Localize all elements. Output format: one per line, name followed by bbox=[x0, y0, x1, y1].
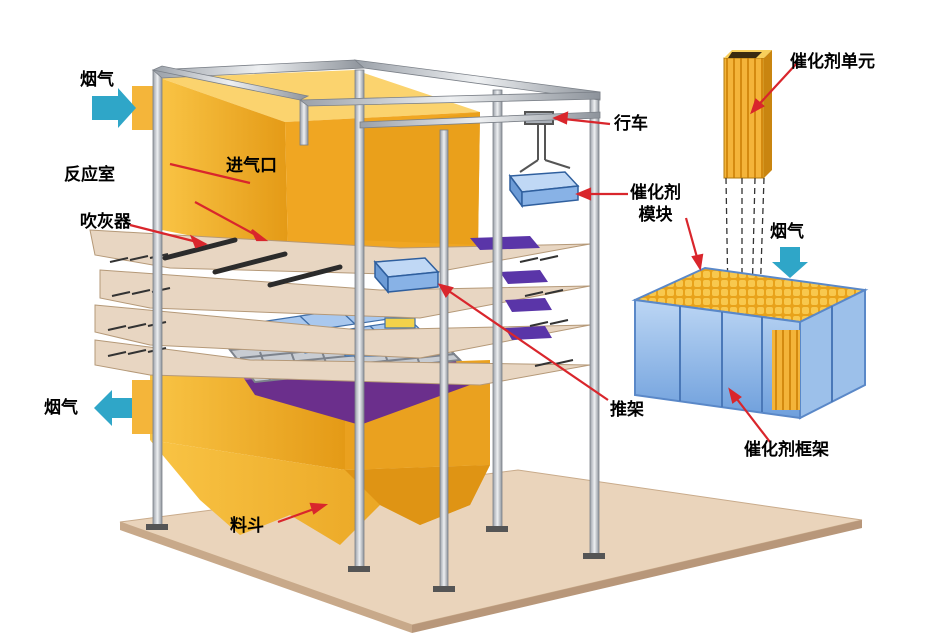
crane-module bbox=[508, 171, 580, 209]
reactor-front-face bbox=[160, 78, 288, 255]
label-flue-gas-out: 烟气 bbox=[44, 398, 78, 418]
label-tray-rack: 推架 bbox=[610, 400, 644, 420]
label-inlet: 进气口 bbox=[226, 156, 277, 176]
base-plate-edge bbox=[120, 522, 412, 633]
pointer-arrows bbox=[129, 61, 799, 524]
label-soot-blower: 吹灰器 bbox=[80, 212, 131, 232]
catalyst-frame-box bbox=[631, 266, 869, 420]
label-flue-gas-down: 烟气 bbox=[770, 222, 804, 242]
hopper-shape bbox=[150, 440, 490, 545]
column-feet bbox=[146, 524, 605, 592]
label-catalyst-unit: 催化剂单元 bbox=[790, 52, 875, 72]
tray-module bbox=[373, 257, 440, 295]
catalyst-layers bbox=[470, 236, 552, 340]
inlet-hood bbox=[355, 112, 480, 245]
label-catalyst-module: 催化剂 模块 bbox=[630, 183, 681, 225]
hopper-shade bbox=[345, 465, 490, 525]
base-plate-edge-right bbox=[412, 520, 862, 633]
label-reactor: 反应室 bbox=[64, 165, 115, 185]
label-catalyst-frame: 催化剂框架 bbox=[744, 440, 829, 460]
flue-gas-out-arrow bbox=[94, 390, 132, 426]
label-hopper: 料斗 bbox=[230, 516, 264, 536]
flue-gas-in-arrow bbox=[92, 88, 136, 128]
flue-gas-down-arrow bbox=[772, 247, 808, 278]
steel-frame bbox=[151, 59, 601, 591]
soot-blowers bbox=[162, 237, 343, 288]
floor-levels bbox=[89, 229, 591, 386]
label-crane: 行车 bbox=[614, 114, 648, 134]
catalyst-unit bbox=[723, 50, 772, 179]
label-flue-gas-in: 烟气 bbox=[80, 70, 114, 90]
